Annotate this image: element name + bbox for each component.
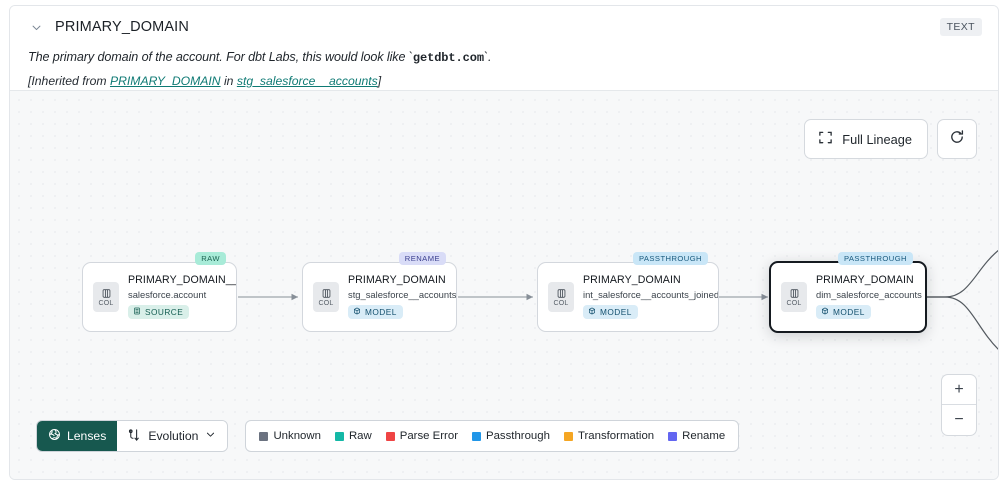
inherited-middle: in	[220, 74, 237, 88]
node-tag: RAW	[195, 252, 226, 265]
full-lineage-label: Full Lineage	[842, 131, 912, 147]
node-kind-badge: SOURCE	[128, 305, 190, 319]
legend-swatch-transformation	[563, 431, 573, 441]
graph-top-controls: Full Lineage	[804, 119, 977, 159]
inherited-from-note: [Inherited from PRIMARY_DOMAIN in stg_sa…	[28, 74, 982, 88]
cube-icon	[588, 307, 596, 317]
evolution-dropdown[interactable]: Evolution	[117, 421, 228, 451]
evolution-icon	[127, 428, 141, 445]
node-column-name: PRIMARY_DOMAIN	[816, 274, 914, 286]
legend-swatch-raw	[334, 431, 344, 441]
node-kind-badge: MODEL	[348, 305, 403, 319]
node-tag: PASSTHROUGH	[837, 252, 913, 265]
lenses-button[interactable]: Lenses	[37, 421, 118, 451]
zoom-controls: + −	[941, 374, 977, 436]
legend-label: Rename	[682, 430, 726, 442]
node-body: PRIMARY_DOMAIN int_salesforce__accounts_…	[583, 274, 718, 320]
refresh-button[interactable]	[937, 119, 977, 159]
inherited-column-link[interactable]: PRIMARY_DOMAIN	[109, 74, 221, 88]
legend-item: Raw	[334, 430, 372, 442]
description-suffix: `.	[483, 50, 492, 64]
legend-swatch-parse-error	[385, 431, 395, 441]
col-label: COL	[318, 299, 334, 307]
lineage-graph-canvas[interactable]: Full Lineage RAW COL PRIM	[10, 90, 998, 479]
panel-header: PRIMARY_DOMAIN TEXT The primary domain o…	[10, 6, 998, 90]
cube-icon	[353, 307, 361, 317]
legend-label: Transformation	[577, 430, 655, 442]
node-kind-badge: MODEL	[583, 305, 638, 319]
lineage-edges	[238, 249, 998, 350]
chevron-down-icon	[205, 429, 216, 443]
node-source-name: salesforce.account	[128, 289, 207, 300]
column-icon-badge: COL	[313, 282, 339, 312]
inherited-prefix: [Inherited from	[28, 74, 110, 88]
graph-bottom-bar: Lenses Evolution	[36, 420, 740, 452]
column-icon-badge: COL	[93, 282, 119, 312]
database-icon	[133, 307, 141, 317]
column-detail-panel: PRIMARY_DOMAIN TEXT The primary domain o…	[9, 5, 999, 480]
legend-label: Parse Error	[399, 430, 458, 442]
legend-item: Unknown	[259, 430, 321, 442]
node-column-name: PRIMARY_DOMAIN__C	[128, 274, 236, 286]
aperture-icon	[48, 428, 61, 444]
full-lineage-button[interactable]: Full Lineage	[804, 119, 928, 159]
node-body: PRIMARY_DOMAIN dim_salesforce_accounts M…	[816, 274, 922, 320]
legend-label: Unknown	[273, 430, 321, 442]
legend-swatch-unknown	[259, 431, 269, 441]
column-icon-badge: COL	[781, 282, 807, 312]
column-icon-badge: COL	[548, 282, 574, 312]
description-code: getdbt.com	[412, 51, 484, 65]
lineage-node[interactable]: RAW COL PRIMARY_DOMAIN__C salesforce.acc…	[82, 252, 237, 332]
legend-label: Raw	[348, 430, 372, 442]
refresh-icon	[949, 129, 965, 150]
node-source-name: int_salesforce__accounts_joined	[583, 289, 718, 300]
legend-item: Parse Error	[385, 430, 458, 442]
column-type-badge: TEXT	[939, 18, 982, 36]
col-label: COL	[786, 299, 802, 307]
node-source-name: dim_salesforce_accounts	[816, 289, 922, 300]
legend-label: Passthrough	[485, 430, 550, 442]
legend-item: Transformation	[563, 430, 655, 442]
node-kind-badge: MODEL	[816, 305, 871, 319]
node-body: PRIMARY_DOMAIN stg_salesforce__accounts …	[348, 274, 456, 320]
legend-item: Passthrough	[471, 430, 550, 442]
node-kind-label: MODEL	[833, 307, 865, 317]
inherited-model-link[interactable]: stg_salesforce__accounts	[236, 74, 378, 88]
legend-swatch-rename	[668, 431, 678, 441]
node-column-name: PRIMARY_DOMAIN	[583, 274, 681, 286]
cube-icon	[821, 307, 829, 317]
lineage-node[interactable]: PASSTHROUGH COL PRIMARY_DOMAIN int_sales…	[537, 252, 719, 332]
zoom-in-button[interactable]: +	[942, 375, 976, 405]
lens-control-group: Lenses Evolution	[36, 420, 229, 452]
lineage-node-selected[interactable]: PASSTHROUGH COL PRIMARY_DOMAIN dim_sales…	[769, 252, 927, 333]
expand-icon	[818, 130, 833, 148]
node-tag: PASSTHROUGH	[632, 252, 708, 265]
node-source-name: stg_salesforce__accounts	[348, 289, 456, 300]
column-description: The primary domain of the account. For d…	[28, 50, 982, 65]
legend-swatch-passthrough	[471, 431, 481, 441]
inherited-suffix: ]	[377, 74, 382, 88]
page-title: PRIMARY_DOMAIN	[55, 19, 189, 35]
col-label: COL	[553, 299, 569, 307]
col-label: COL	[98, 299, 114, 307]
lineage-legend: Unknown Raw Parse Error Passthrough Tran…	[245, 420, 740, 452]
node-body: PRIMARY_DOMAIN__C salesforce.account SOU…	[128, 274, 236, 320]
zoom-out-button[interactable]: −	[954, 411, 964, 428]
lenses-label: Lenses	[67, 429, 107, 443]
chevron-down-icon[interactable]	[28, 19, 44, 35]
node-kind-label: MODEL	[365, 307, 397, 317]
node-kind-label: MODEL	[600, 307, 632, 317]
lineage-node[interactable]: RENAME COL PRIMARY_DOMAIN stg_salesforce…	[302, 252, 457, 332]
node-tag: RENAME	[398, 252, 446, 265]
node-kind-label: SOURCE	[145, 307, 184, 317]
evolution-label: Evolution	[148, 429, 199, 443]
description-prefix: The primary domain of the account. For d…	[28, 50, 413, 64]
title-row: PRIMARY_DOMAIN	[28, 16, 982, 38]
node-column-name: PRIMARY_DOMAIN	[348, 274, 446, 286]
legend-item: Rename	[668, 430, 725, 442]
